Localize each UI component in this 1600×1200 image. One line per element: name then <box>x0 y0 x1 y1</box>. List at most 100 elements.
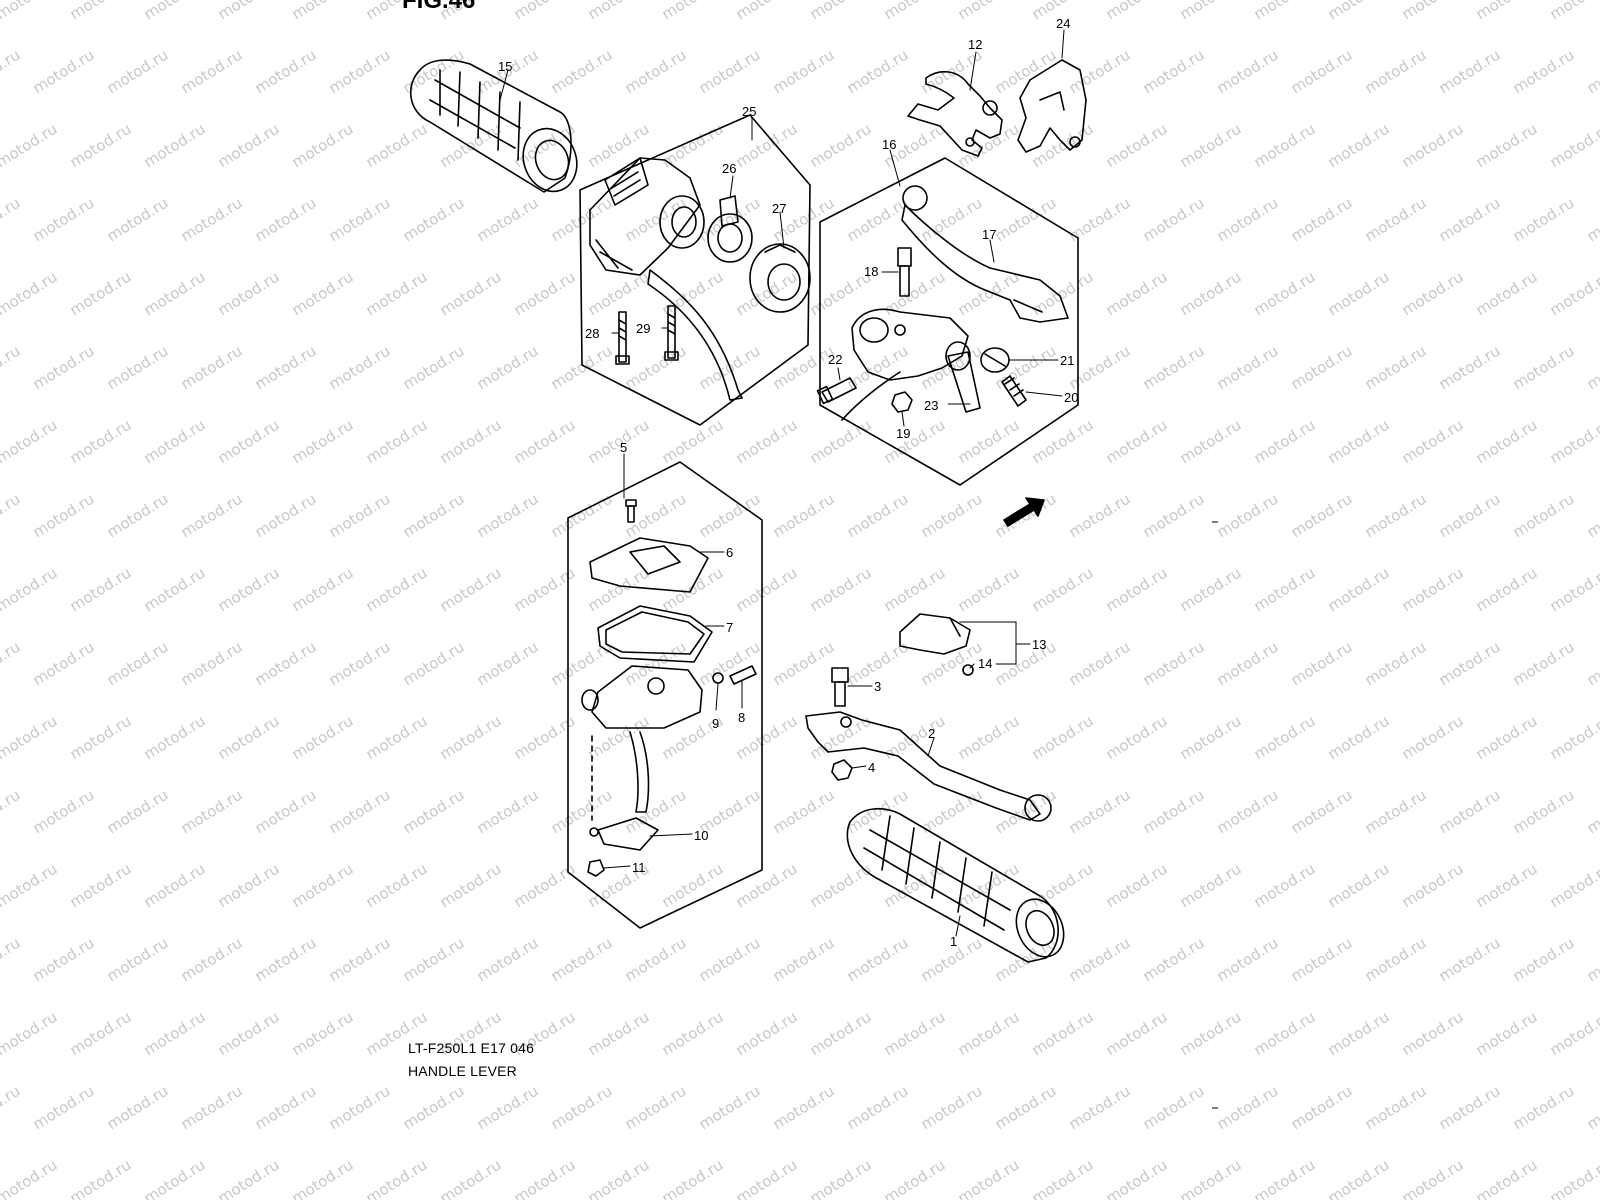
watermark-text: motod.ru <box>1399 564 1467 616</box>
watermark-text: motod.ru <box>1399 712 1467 764</box>
cover-part-6 <box>589 537 709 593</box>
watermark-text: motod.ru <box>1177 416 1245 468</box>
watermark-text: motod.ru <box>1140 786 1208 838</box>
watermark-text: motod.ru <box>104 934 172 986</box>
screw-part-8 <box>729 665 757 685</box>
watermark-text: motod.ru <box>548 46 616 98</box>
watermark-text: motod.ru <box>1251 0 1319 23</box>
watermark-text: motod.ru <box>1473 564 1541 616</box>
master-cylinder-body <box>581 665 703 813</box>
watermark-text: motod.ru <box>992 1082 1060 1134</box>
watermark-text: motod.ru <box>67 268 135 320</box>
watermark-text: motod.ru <box>1066 46 1134 98</box>
watermark-text: motod.ru <box>1066 1082 1134 1134</box>
watermark-text: motod.ru <box>1251 564 1319 616</box>
watermark-text: motod.ru <box>215 120 283 172</box>
watermark-text: motod.ru <box>1251 1156 1319 1200</box>
watermark-text: motod.ru <box>992 194 1060 246</box>
watermark-text: motod.ru <box>696 638 764 690</box>
watermark-text: motod.ru <box>1510 638 1578 690</box>
assembly-box-5 <box>567 461 763 929</box>
watermark-text: motod.ru <box>252 934 320 986</box>
watermark-text: motod.ru <box>1251 860 1319 912</box>
watermark-text: motod.ru <box>1214 490 1282 542</box>
callout-10: 10 <box>694 828 708 843</box>
watermark-text: motod.ru <box>474 934 542 986</box>
watermark-text: motod.ru <box>918 638 986 690</box>
watermark-text: motod.ru <box>844 46 912 98</box>
watermark-text: motod.ru <box>1029 120 1097 172</box>
watermark-text: motod.ru <box>363 860 431 912</box>
watermark-text: motod.ru <box>326 934 394 986</box>
watermark-text: motod.ru <box>733 120 801 172</box>
callout-26: 26 <box>722 161 736 176</box>
watermark-text: motod.ru <box>1288 342 1356 394</box>
watermark-text: motod.ru <box>696 1082 764 1134</box>
cable-part-23 <box>841 341 981 421</box>
callout-16: 16 <box>882 137 896 152</box>
watermark-text: motod.ru <box>1140 638 1208 690</box>
watermark-text: motod.ru <box>437 268 505 320</box>
watermark-text: motod.ru <box>622 194 690 246</box>
watermark-text: motod.ru <box>733 1156 801 1200</box>
watermark-text: motod.ru <box>548 638 616 690</box>
watermark-text: motod.ru <box>1066 194 1134 246</box>
cover-part-24 <box>1017 59 1087 153</box>
watermark-text: motod.ru <box>1473 416 1541 468</box>
watermark-text: motod.ru <box>0 934 23 986</box>
watermark-text: motod.ru <box>1066 934 1134 986</box>
callout-5: 5 <box>620 440 627 455</box>
watermark-text: motod.ru <box>0 342 23 394</box>
watermark-text: motod.ru <box>1103 860 1171 912</box>
watermark-text: motod.ru <box>1510 194 1578 246</box>
watermark-text: motod.ru <box>400 46 468 98</box>
watermark-text: motod.ru <box>141 860 209 912</box>
watermark-text: motod.ru <box>1325 712 1393 764</box>
watermark-text: motod.ru <box>363 268 431 320</box>
watermark-text: motod.ru <box>733 0 801 23</box>
watermark-text: motod.ru <box>0 786 23 838</box>
watermark-text: motod.ru <box>1177 120 1245 172</box>
watermark-text: motod.ru <box>1325 0 1393 23</box>
watermark-text: motod.ru <box>0 120 60 172</box>
watermark-text: motod.ru <box>622 490 690 542</box>
watermark-text: motod.ru <box>511 1156 579 1200</box>
watermark-text: motod.ru <box>1325 860 1393 912</box>
watermark-text: motod.ru <box>0 1082 23 1134</box>
watermark-text: motod.ru <box>1473 120 1541 172</box>
watermark-text: motod.ru <box>918 490 986 542</box>
watermark-text: motod.ru <box>30 638 98 690</box>
watermark-text: motod.ru <box>326 46 394 98</box>
callout-25: 25 <box>742 104 756 119</box>
watermark-text: motod.ru <box>1510 934 1578 986</box>
watermark-text: motod.ru <box>1177 564 1245 616</box>
watermark-text: motod.ru <box>1288 46 1356 98</box>
watermark-text: motod.ru <box>141 564 209 616</box>
watermark-text: motod.ru <box>1177 1008 1245 1060</box>
watermark-text: motod.ru <box>1251 712 1319 764</box>
callout-29: 29 <box>636 321 650 336</box>
watermark-text: motod.ru <box>1288 638 1356 690</box>
watermark-text: motod.ru <box>437 1156 505 1200</box>
plate-part-10 <box>589 817 659 851</box>
watermark-text: motod.ru <box>807 120 875 172</box>
watermark-text: motod.ru <box>807 0 875 23</box>
callout-4: 4 <box>868 760 875 775</box>
watermark-text: motod.ru <box>326 194 394 246</box>
watermark-text: motod.ru <box>67 120 135 172</box>
callout-6: 6 <box>726 545 733 560</box>
watermark-text: motod.ru <box>1066 490 1134 542</box>
watermark-text: motod.ru <box>1584 638 1600 690</box>
lever-part-17 <box>901 185 1069 323</box>
watermark-text: motod.ru <box>474 194 542 246</box>
watermark-text: motod.ru <box>1325 1008 1393 1060</box>
callout-3: 3 <box>874 679 881 694</box>
watermark-text: motod.ru <box>696 46 764 98</box>
watermark-text: motod.ru <box>0 1008 60 1060</box>
watermark-text: motod.ru <box>955 564 1023 616</box>
watermark-text: motod.ru <box>696 934 764 986</box>
watermark-text: motod.ru <box>289 268 357 320</box>
watermark-text: motod.ru <box>289 1156 357 1200</box>
watermark-text: motod.ru <box>1029 416 1097 468</box>
watermark-text: motod.ru <box>1066 786 1134 838</box>
